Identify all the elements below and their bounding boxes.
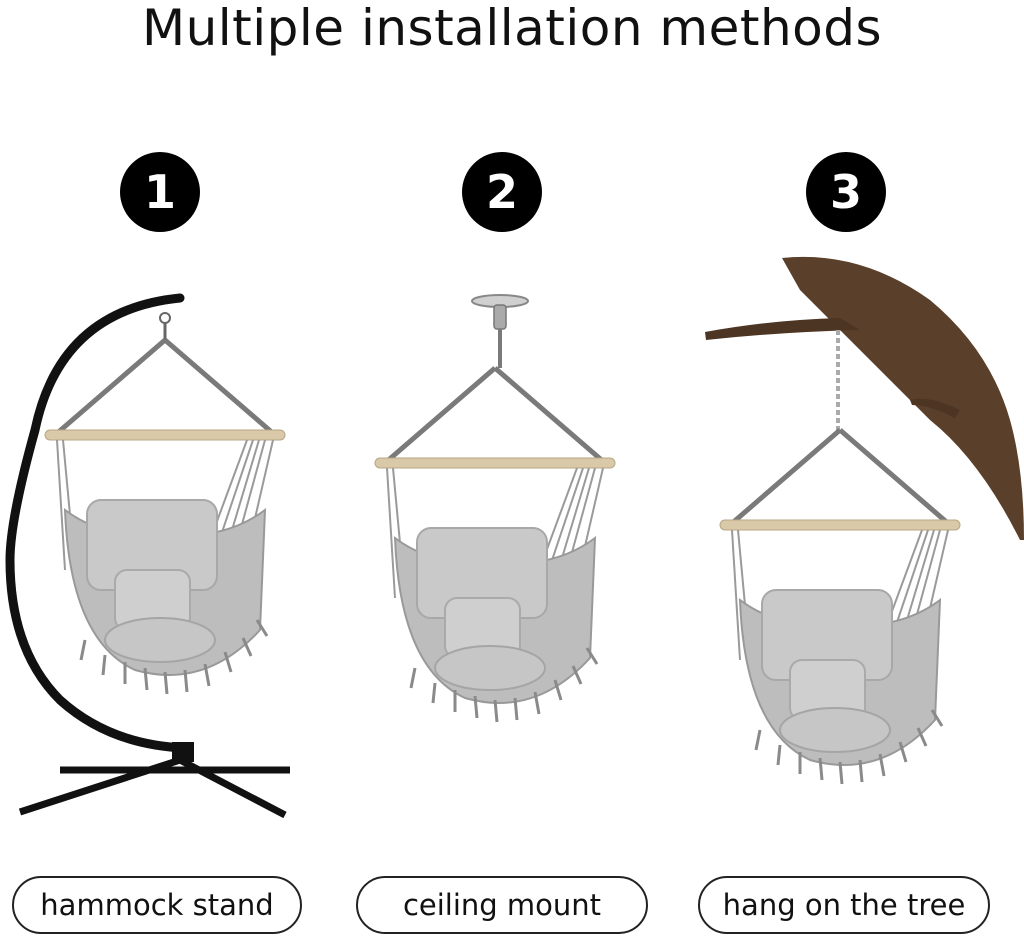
tree-branch-icon xyxy=(705,256,1024,784)
method-1-label: hammock stand xyxy=(12,876,302,934)
method-2-label: ceiling mount xyxy=(356,876,648,934)
hammock-stand-icon xyxy=(5,293,290,819)
ceiling-mount-icon xyxy=(375,294,615,722)
method-1-badge: 1 xyxy=(120,152,200,232)
method-3-label: hang on the tree xyxy=(698,876,990,934)
page-title: Multiple installation methods xyxy=(141,0,883,57)
method-2-badge: 2 xyxy=(462,152,542,232)
method-3-badge: 3 xyxy=(806,152,886,232)
